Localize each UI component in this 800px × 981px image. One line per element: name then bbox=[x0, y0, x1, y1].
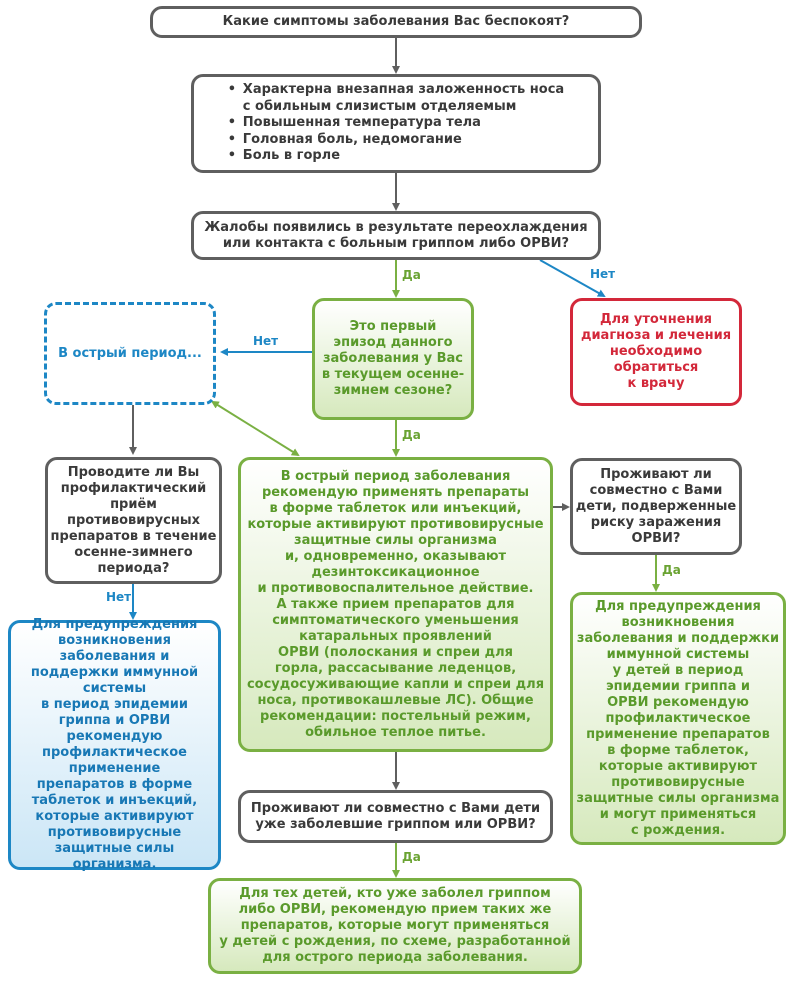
doctor-advice-text: Для уточнения диагноза и лечения необход… bbox=[580, 312, 732, 391]
final-recommendation-box: Для тех детей, кто уже заболел гриппом л… bbox=[208, 878, 582, 974]
label-no-prophylaxis: Нет bbox=[106, 590, 132, 604]
arrow-acute-to-main bbox=[210, 400, 300, 457]
question-symptoms-text: Какие симптомы заболевания Вас беспокоят… bbox=[222, 14, 570, 29]
acute-period-box: В острый период... bbox=[44, 302, 216, 405]
label-yes-sick: Да bbox=[402, 850, 421, 864]
acute-period-text: В острый период... bbox=[58, 345, 202, 361]
question-prophylaxis: Проводите ли Вы профилактический приём п… bbox=[45, 457, 222, 584]
symptoms-list-box: Характерна внезапная заложенность носа с… bbox=[191, 74, 601, 173]
question-first-episode: Это первый эпизод данного заболевания у … bbox=[312, 298, 474, 420]
question-symptoms: Какие симптомы заболевания Вас беспокоят… bbox=[150, 6, 642, 38]
question-children-sick-text: Проживают ли совместно с Вами дети уже з… bbox=[250, 800, 541, 832]
symptoms-list: Характерна внезапная заложенность носа с… bbox=[228, 82, 564, 165]
main-recommendation-box: В острый период заболевания рекомендую п… bbox=[238, 457, 553, 752]
question-first-episode-text: Это первый эпизод данного заболевания у … bbox=[321, 319, 465, 398]
question-children-sick: Проживают ли совместно с Вами дети уже з… bbox=[238, 790, 553, 843]
prophylaxis-recommendation-box: Для предупреждения возникновения заболев… bbox=[8, 617, 221, 872]
symptom-item: Повышенная температура тела bbox=[228, 115, 564, 132]
question-prophylaxis-text: Проводите ли Вы профилактический приём п… bbox=[50, 464, 217, 576]
main-recommendation-text: В острый период заболевания рекомендую п… bbox=[246, 468, 545, 740]
question-cause: Жалобы появились в результате переохлажд… bbox=[191, 211, 601, 260]
label-yes-first: Да bbox=[402, 428, 421, 442]
question-children-risk-text: Проживают ли совместно с Вами дети, подв… bbox=[575, 466, 737, 546]
question-cause-text: Жалобы появились в результате переохлажд… bbox=[204, 219, 588, 251]
doctor-advice-box: Для уточнения диагноза и лечения необход… bbox=[570, 298, 742, 406]
symptom-item: Боль в горле bbox=[228, 148, 564, 165]
children-prophylaxis-box: Для предупреждения возникновения заболев… bbox=[570, 592, 786, 845]
question-children-risk: Проживают ли совместно с Вами дети, подв… bbox=[570, 458, 742, 555]
label-no-cause: Нет bbox=[590, 267, 616, 281]
arrow-cause-no bbox=[539, 259, 606, 297]
final-recommendation-text: Для тех детей, кто уже заболел гриппом л… bbox=[219, 886, 571, 965]
label-yes-cause: Да bbox=[402, 268, 421, 282]
prophylaxis-recommendation-text: Для предупреждения возникновения заболев… bbox=[30, 617, 199, 872]
label-no-first: Нет bbox=[253, 334, 279, 348]
symptom-item: Головная боль, недомогание bbox=[228, 132, 564, 149]
symptom-item: Характерна внезапная заложенность носа с… bbox=[228, 82, 564, 115]
children-prophylaxis-text: Для предупреждения возникновения заболев… bbox=[576, 598, 780, 838]
label-yes-risk: Да bbox=[662, 563, 681, 577]
